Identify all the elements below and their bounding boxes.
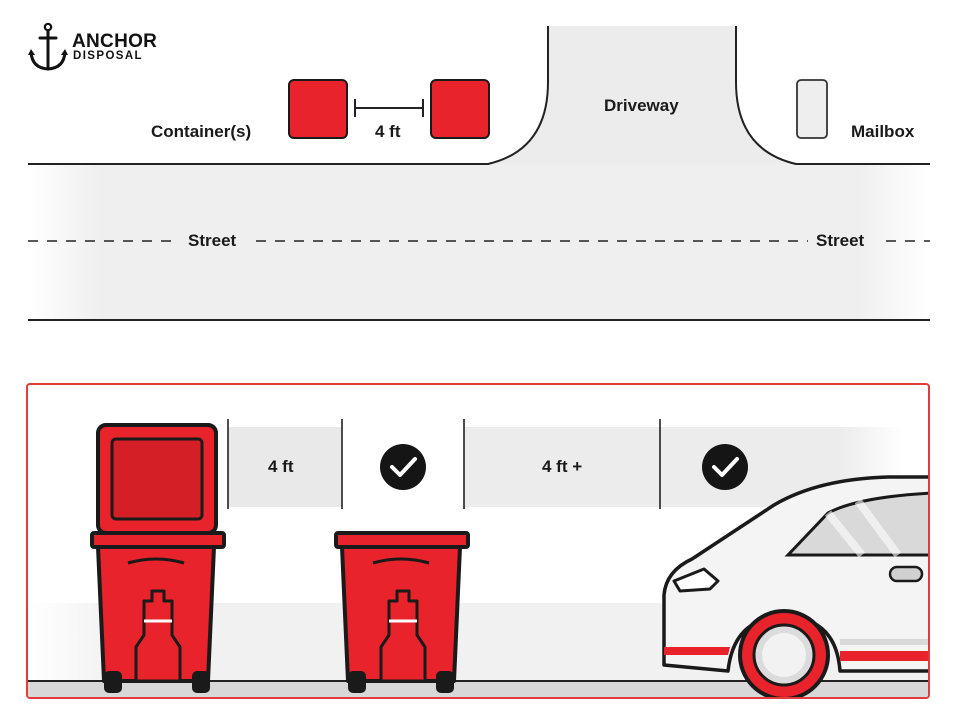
containers-label: Container(s)	[151, 122, 252, 141]
brand-name-line1: ANCHOR	[72, 31, 158, 52]
curb-line-right	[735, 26, 930, 165]
mailbox-label: Mailbox	[851, 122, 915, 141]
trash-container-open-lid	[90, 423, 226, 693]
placement-scene	[28, 419, 928, 697]
container-top-view	[430, 79, 490, 139]
trash-container-closed	[334, 531, 470, 693]
gap-band-1	[228, 427, 342, 507]
container-top-view	[288, 79, 348, 139]
anchor-icon	[28, 22, 68, 71]
check-circle-icon	[380, 444, 426, 490]
brand-name-line2: DISPOSAL	[73, 50, 143, 62]
brand-logo: ANCHOR DISPOSAL	[28, 22, 168, 74]
mailbox-top-view	[796, 79, 828, 139]
street-map-diagram	[28, 26, 930, 321]
curb-line-left	[28, 26, 549, 165]
gap-label-1: 4 ft	[268, 457, 294, 476]
gap-label-2: 4 ft +	[542, 457, 583, 476]
check-circle-icon	[702, 444, 748, 490]
placement-panel: 4 ft 4 ft +	[26, 383, 930, 699]
street-label-right: Street	[816, 231, 865, 250]
driveway	[488, 26, 796, 164]
spacing-label: 4 ft	[375, 122, 401, 141]
ground-strip	[28, 681, 928, 697]
parked-car	[662, 475, 928, 697]
street-road	[28, 164, 930, 320]
street-label-left: Street	[188, 231, 237, 250]
driveway-label: Driveway	[604, 96, 679, 115]
